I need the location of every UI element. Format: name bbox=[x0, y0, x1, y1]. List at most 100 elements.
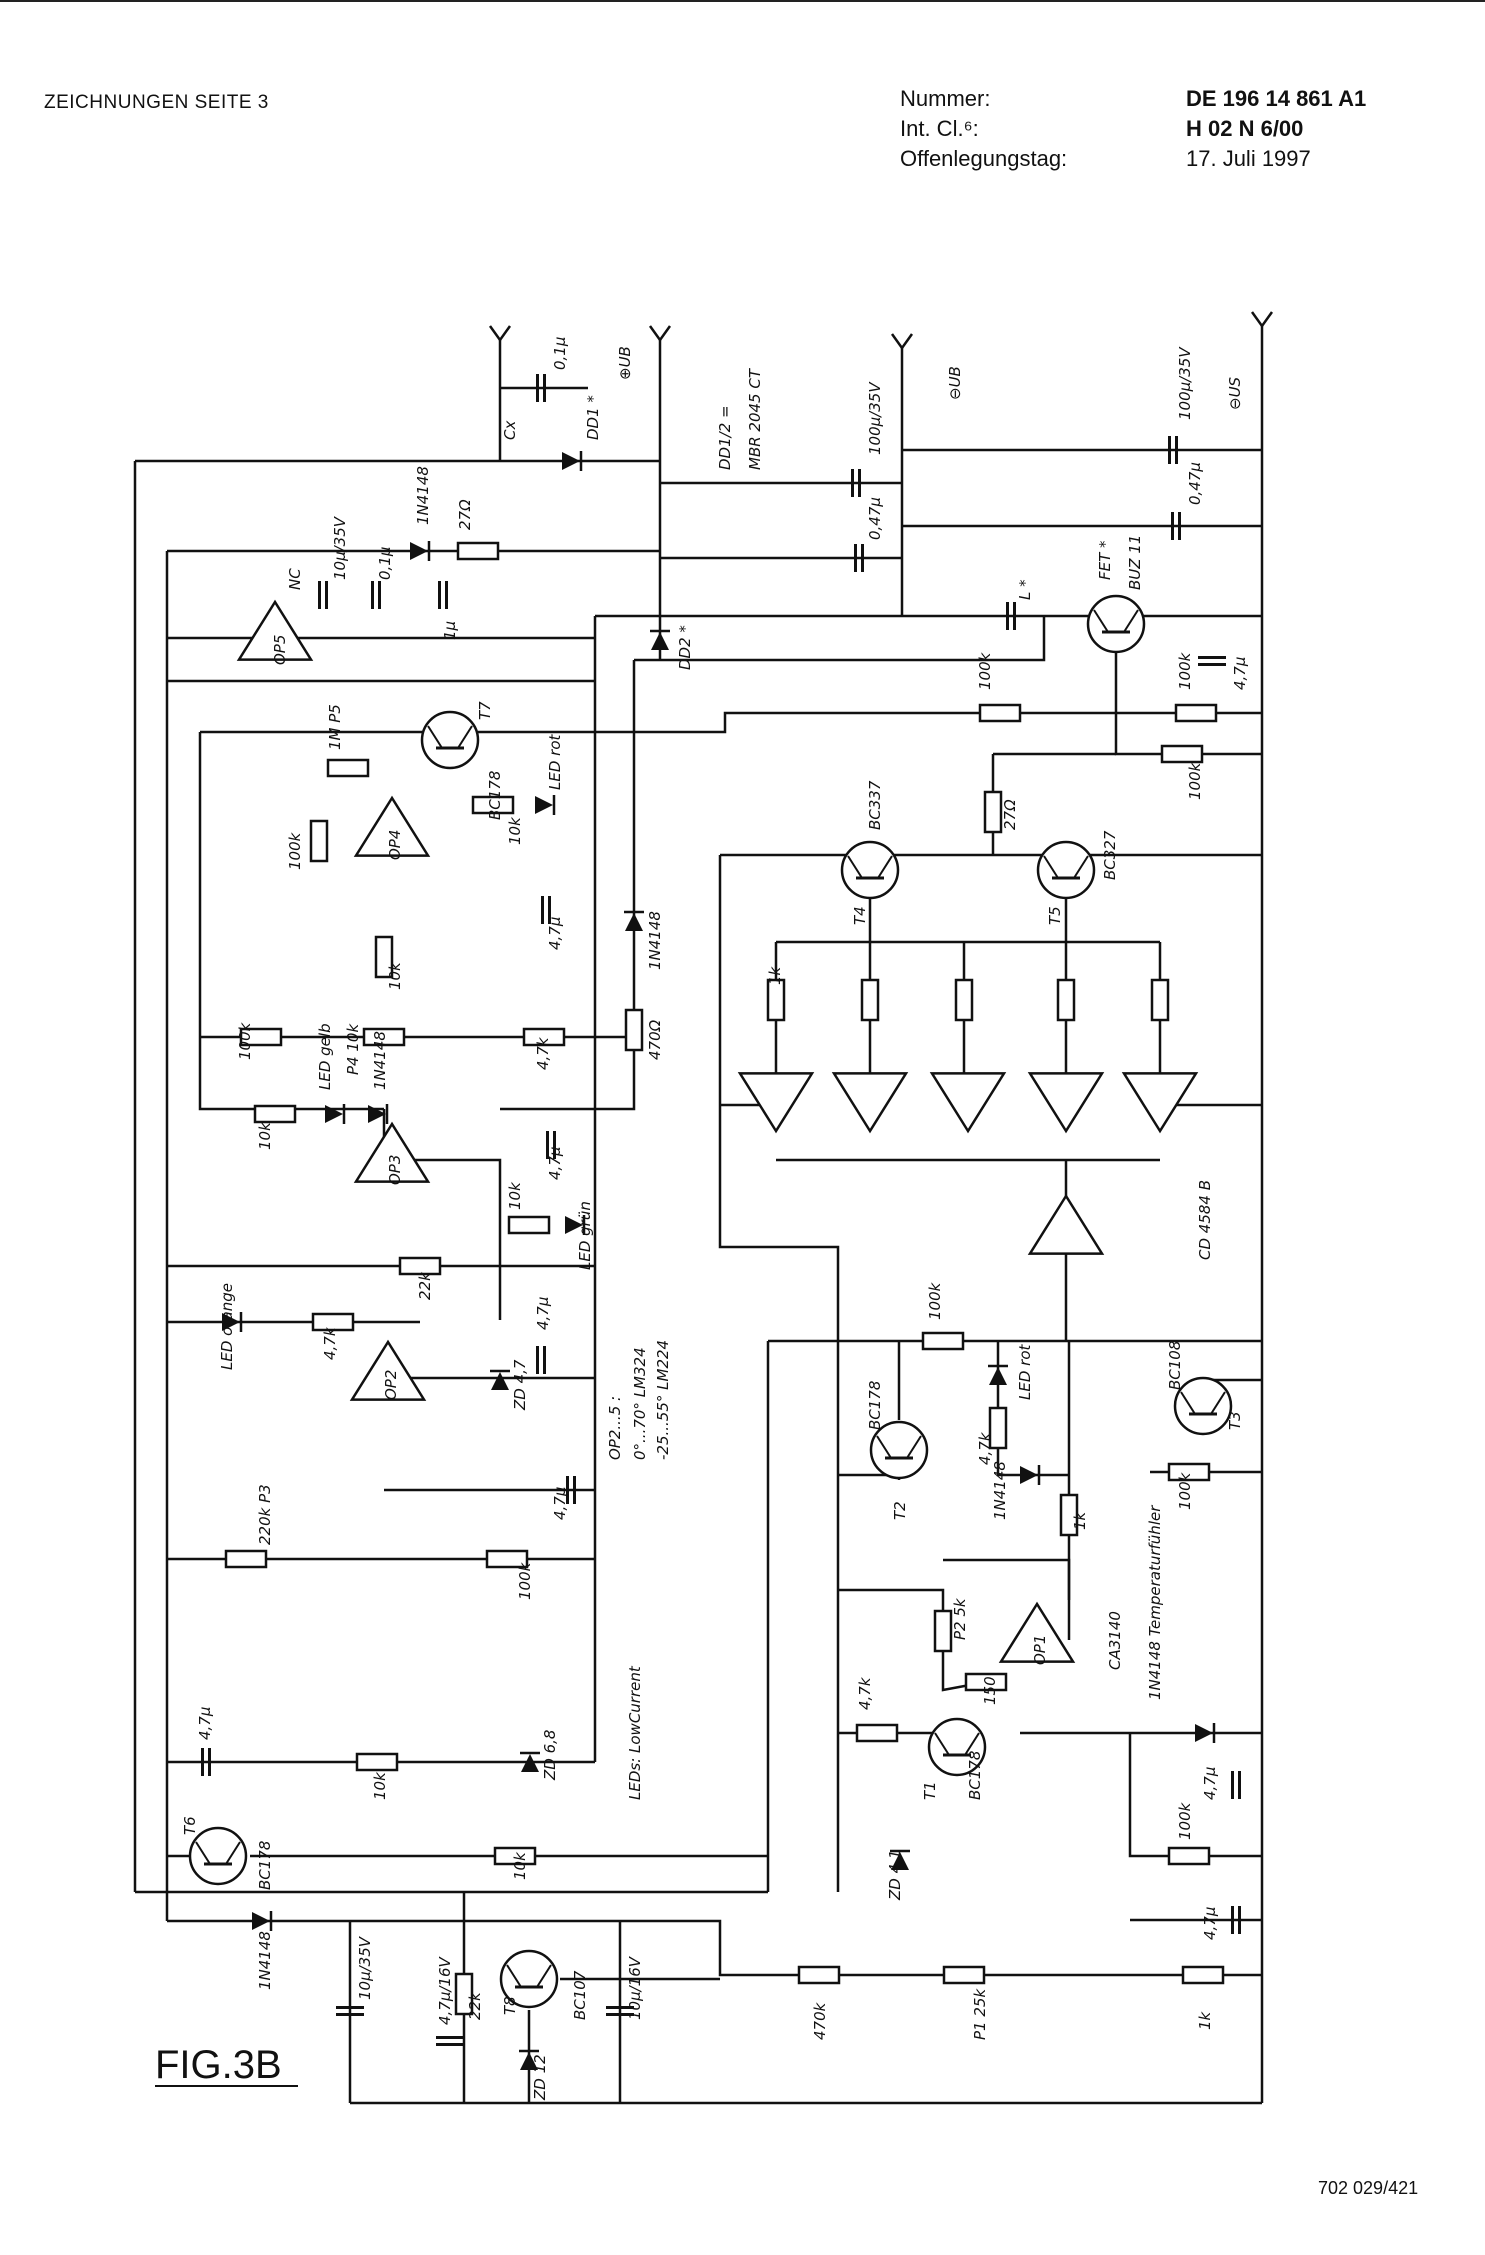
label-r22k-a: 22k bbox=[416, 1271, 434, 1300]
field-value: H 02 N 6/00 bbox=[1186, 116, 1304, 141]
label-c01a: 0,1µ bbox=[551, 337, 569, 370]
resistor bbox=[471, 795, 515, 815]
capacitor bbox=[1168, 436, 1171, 464]
resistor bbox=[454, 1972, 474, 2016]
resistor bbox=[309, 819, 329, 863]
label-op3: OP3 bbox=[386, 1155, 404, 1185]
capacitor bbox=[371, 581, 374, 609]
zener-zd47 bbox=[491, 1372, 509, 1390]
label-r10k-c: 10k bbox=[256, 1121, 274, 1150]
capacitor-plate bbox=[543, 374, 546, 402]
resistor bbox=[766, 978, 786, 1022]
zener-zd68 bbox=[521, 1754, 539, 1772]
terminal-fork bbox=[648, 325, 672, 343]
capacitor-plate bbox=[445, 581, 448, 609]
page-top-rule bbox=[0, 0, 1485, 2]
capacitor bbox=[1171, 512, 1174, 540]
transistor-collector bbox=[1043, 855, 1059, 879]
field-label: Int. Cl.⁶: bbox=[900, 116, 979, 141]
label-t2: T2 bbox=[891, 1501, 909, 1520]
wire bbox=[718, 855, 840, 1892]
label-t5: T5 bbox=[1046, 906, 1064, 925]
resistor bbox=[624, 1008, 644, 1052]
label-r22k-b: 22k bbox=[466, 1991, 484, 2020]
resistor bbox=[485, 1549, 529, 1569]
label-t1: T1 bbox=[921, 1781, 939, 1800]
capacitor bbox=[566, 1476, 569, 1504]
field-number: Nummer: DE 196 14 861 A1 bbox=[900, 84, 1366, 114]
wires bbox=[133, 326, 1264, 2105]
capacitor-plate bbox=[208, 1748, 211, 1776]
transistor-t7 bbox=[420, 710, 480, 770]
potentiometer-p4 bbox=[362, 1027, 406, 1047]
label-c47d: 4,7µ bbox=[534, 1297, 552, 1330]
resistor bbox=[860, 978, 880, 1022]
transistor-collector bbox=[1093, 609, 1109, 633]
label-r10k-e: 10k bbox=[371, 1771, 389, 1800]
capacitor-plate bbox=[548, 896, 551, 924]
capacitor bbox=[1231, 1771, 1234, 1799]
label-dd1: DD1 * bbox=[584, 395, 602, 440]
label-buz: BUZ 11 bbox=[1126, 535, 1144, 590]
wire bbox=[634, 616, 1046, 662]
opamp-op3 bbox=[353, 1121, 431, 1183]
schmitt-inverter bbox=[1027, 1193, 1105, 1255]
capacitor-plate bbox=[325, 581, 328, 609]
schmitt-inverter bbox=[737, 1072, 815, 1134]
transistor-t5 bbox=[1036, 840, 1096, 900]
label-t7: T7 bbox=[476, 701, 494, 720]
label-op-note2: 0°...70° LM324 bbox=[631, 1347, 649, 1460]
label-zd12: ZD 12 bbox=[531, 2054, 549, 2101]
resistor bbox=[355, 1752, 399, 1772]
wire bbox=[167, 1919, 1262, 1977]
capacitor-plate bbox=[606, 2013, 634, 2016]
led-green bbox=[565, 1216, 583, 1234]
schmitt-inverter bbox=[929, 1072, 1007, 1134]
label-c01b: 0,1µ bbox=[376, 547, 394, 580]
capacitor bbox=[436, 2036, 464, 2039]
resistor bbox=[311, 1312, 355, 1332]
label-d1n4148e: 1N4148 bbox=[991, 1461, 1009, 1520]
label-r47k-b: 4,7k bbox=[321, 1326, 339, 1360]
label-ca3140: CA3140 bbox=[1106, 1611, 1124, 1670]
schmitt-inverter bbox=[831, 1072, 909, 1134]
label-bc178d: BC178 bbox=[966, 1751, 984, 1800]
label-dd2: DD2 * bbox=[676, 625, 694, 670]
label-c47u16: 4,7µ/16V bbox=[436, 1955, 454, 2025]
label-p4: P4 10k bbox=[344, 1023, 362, 1075]
label-r100k-8: 100k bbox=[1176, 1471, 1194, 1510]
potentiometer-p2 bbox=[933, 1609, 953, 1653]
label-c47a: 4,7µ bbox=[1231, 657, 1249, 690]
label-r100k-6: 100k bbox=[516, 1561, 534, 1600]
label-r47k-c: 4,7k bbox=[976, 1431, 994, 1465]
transistor-t3 bbox=[1173, 1376, 1233, 1436]
capacitor bbox=[546, 1131, 549, 1159]
resistor-27-ohm bbox=[456, 541, 500, 561]
bibliographic-fields: Nummer: DE 196 14 861 A1 Int. Cl.⁶: H 02… bbox=[900, 84, 1366, 174]
wire bbox=[198, 732, 384, 1111]
transistor-collector bbox=[195, 1841, 211, 1865]
wire bbox=[1128, 1733, 1262, 1858]
label-r100k-9: 100k bbox=[1176, 1801, 1194, 1840]
figure-label-text: FIG.3B bbox=[155, 2043, 282, 2087]
label-bc178b: BC178 bbox=[256, 1841, 274, 1890]
capacitor bbox=[201, 1748, 204, 1776]
diode-1n4148 bbox=[252, 1912, 270, 1930]
label-led-rot1: LED rot bbox=[546, 734, 564, 790]
label-nc: NC bbox=[286, 568, 304, 590]
capacitor bbox=[536, 1346, 539, 1374]
resistor bbox=[253, 1104, 297, 1124]
transistor-collector bbox=[427, 725, 443, 749]
label-c47f: 4,7µ bbox=[196, 1707, 214, 1740]
label-r100k-4: 100k bbox=[286, 831, 304, 870]
diode-1n4148 bbox=[410, 542, 428, 560]
transistor-emitter bbox=[1123, 609, 1139, 633]
label-bc327: BC327 bbox=[1101, 830, 1119, 880]
label-r100k-7: 100k bbox=[926, 1281, 944, 1320]
potentiometer-p3 bbox=[224, 1549, 268, 1569]
resistor bbox=[964, 1672, 1008, 1692]
capacitor-plate bbox=[1198, 663, 1226, 666]
label-bc178c: BC178 bbox=[866, 1381, 884, 1430]
